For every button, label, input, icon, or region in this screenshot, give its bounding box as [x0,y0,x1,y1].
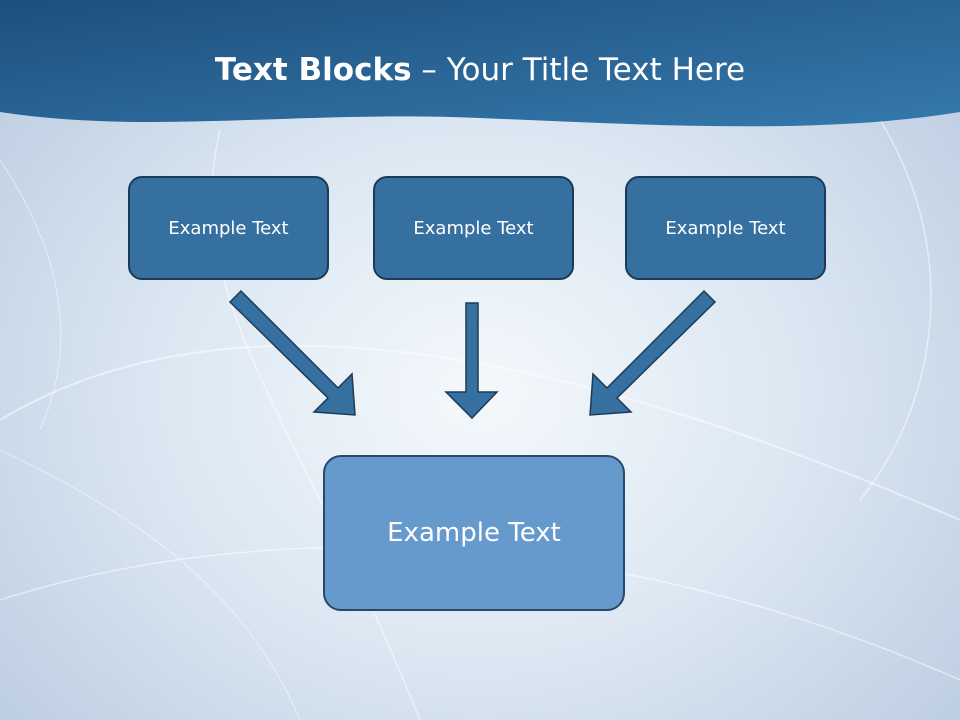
arrows [228,289,717,420]
text-block-label: Example Text [168,217,289,239]
slide-title: Text Blocks – Your Title Text Here [0,52,960,88]
text-block-2[interactable]: Example Text [373,176,574,280]
text-block-3[interactable]: Example Text [625,176,826,280]
arrow-right-icon [589,289,717,416]
text-block-label: Example Text [665,217,786,239]
arrow-left-icon [228,289,356,416]
target-block-label: Example Text [387,518,561,548]
title-bold: Text Blocks [214,52,412,88]
title-rest: Your Title Text Here [446,52,746,88]
text-block-1[interactable]: Example Text [128,176,329,280]
title-separator: – [411,52,447,88]
target-text-block[interactable]: Example Text [323,455,625,611]
arrow-down-icon [444,302,499,420]
header-band [0,0,960,127]
text-block-label: Example Text [413,217,534,239]
